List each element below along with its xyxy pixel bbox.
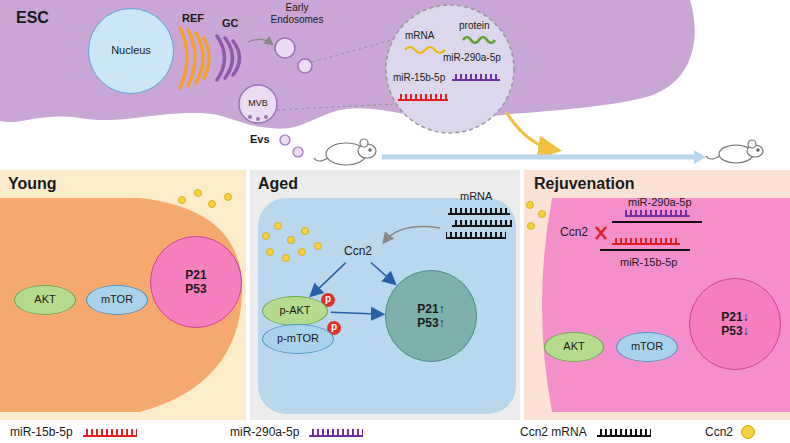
node-text: miR-290a-5p [443,52,501,64]
node-text: ESC [16,8,49,27]
rna-label: mRNA [460,190,492,203]
legend-item: Ccn2 [705,424,755,440]
legend-text: miR-15b-5p [10,425,73,439]
node-text: P21↑ [417,302,444,316]
protein-ellipse: AKT [14,285,76,315]
node-text: Young [8,174,57,193]
organelle-label: REF [182,12,204,25]
text-group: AKT [545,333,603,361]
legend-item: miR-15b-5p [10,424,139,440]
zoom-circle: mRNA protein miR-15b-5p miR-290a-5p [385,4,515,134]
protein-ellipse: AKT [544,332,604,362]
node-text: P21↓ [721,310,748,324]
text-group: mTOR [617,333,677,361]
node-text: Nucleus [111,44,151,57]
connector-arrow [331,312,382,314]
legend-text: Ccn2 [705,425,733,439]
connector-arrow [371,262,394,283]
protein-ellipse: p-AKT [262,296,328,326]
text-group: P21P53 [151,237,241,327]
node-text: P53↑ [417,316,444,330]
legend-sample [595,426,653,438]
text-group: p-AKT [263,297,327,325]
legend-text: Ccn2 mRNA [520,425,587,439]
node-text: mTOR [631,340,663,353]
protein-ellipse: mTOR [86,285,148,315]
organelle-label: Early Endosomes [262,2,332,25]
node-text: protein [459,20,490,32]
legend-swatch [741,425,755,439]
legend-text: miR-290a-5p [230,425,299,439]
node-text: AKT [563,340,584,353]
mirna-label: miR-15b-5p [620,256,677,269]
nucleus-circle: Nucleus [88,8,174,94]
protein-ellipse: p-mTOR [262,324,334,354]
text-group: P21↑P53↑ [386,271,476,361]
node-text: p-mTOR [277,332,319,345]
phospho-mark: p [324,293,332,305]
text-group: Ccn2 [338,242,378,261]
protein-name: Ccn2 [560,226,588,240]
node-text: Ccn2 [344,244,372,258]
text-group: Nucleus [89,9,173,93]
node-text: P53 [185,282,206,296]
connector-arrow [311,263,345,296]
text-group: p-mTOR [263,325,333,353]
organelle-label: GC [222,17,239,30]
node-text: AKT [34,293,55,306]
legend-sample [81,426,139,438]
node-text: mRNA [405,30,434,42]
protein-ellipse: mTOR [616,332,678,362]
nucleus-circle: P21↓P53↓ [689,278,781,370]
node-text: P53↓ [721,324,748,338]
node-text: Aged [258,174,298,193]
legend-item: miR-290a-5p [230,424,365,440]
nucleus-circle: P21↑P53↑ [385,270,477,362]
node-text: Rejuvenation [534,174,634,193]
text-group: AKT [15,286,75,314]
nucleus-circle: P21P53 [150,236,242,328]
node-text: P21 [185,268,206,282]
phospho-mark: p [330,321,338,333]
legend-sample [307,426,365,438]
legend-item: Ccn2 mRNA [520,424,653,440]
panel: YoungAKT mTOR P21P53 [0,170,246,420]
vesicle-label: Evs [250,133,270,146]
protein-name: Ccn2 [338,242,378,261]
organelle-label: MVB [245,98,271,108]
node-text: p-AKT [279,304,310,317]
text-group: mTOR [87,286,147,314]
node-text: mTOR [101,293,133,306]
node-text: miR-15b-5p [393,72,445,84]
panel: AgedCcn2 p-AKT p-mTOR P21↑P53↑ [250,170,520,420]
cell-region: ESC Nucleus [0,0,700,160]
mirna-label: miR-290a-5p [628,196,692,209]
text-group: P21↓P53↓ [690,279,780,369]
